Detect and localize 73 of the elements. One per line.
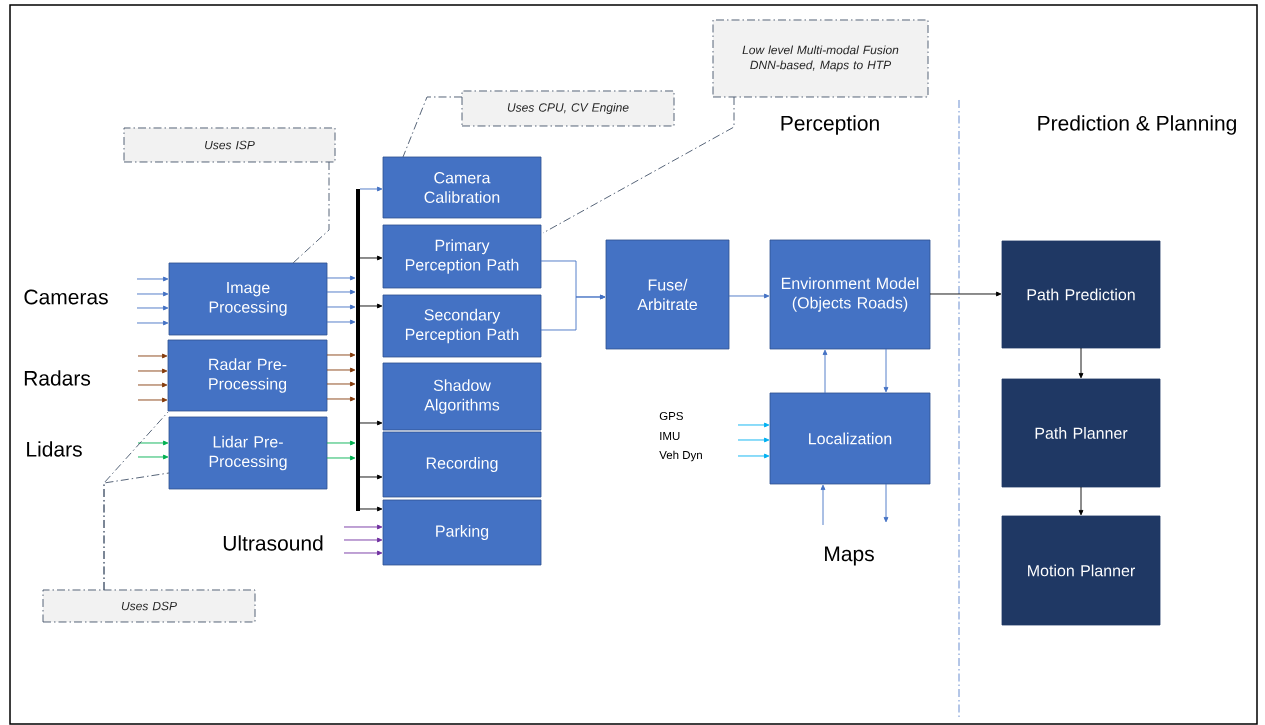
process-box: Primary Perception Path — [382, 224, 542, 289]
process-box: Path Prediction — [1001, 240, 1161, 349]
arrow — [136, 320, 169, 326]
arrow — [929, 291, 1002, 297]
process-box: Motion Planner — [1001, 515, 1161, 626]
input-label: Cameras — [24, 289, 108, 305]
arrow — [820, 484, 826, 526]
arrow — [326, 319, 356, 325]
arrow — [737, 437, 770, 443]
arrow — [137, 353, 168, 359]
leader-line — [292, 161, 330, 264]
input-label: Lidars — [27, 441, 82, 457]
arrow — [343, 524, 383, 530]
callout-box: Uses DSP — [42, 589, 256, 623]
arrow — [137, 382, 168, 388]
arrow — [326, 304, 356, 310]
input-label: Ultrasound — [223, 535, 323, 551]
arrow — [137, 454, 169, 460]
arrow — [343, 550, 383, 556]
arrow — [359, 186, 383, 192]
arrow — [359, 303, 383, 309]
process-box: Camera Calibration — [382, 156, 542, 219]
arrow — [728, 293, 770, 299]
process-box: Lidar Pre-Processing — [168, 416, 328, 490]
arrow — [326, 396, 356, 402]
callout-box: Uses CPU, CV Engine — [461, 90, 675, 127]
arrow — [737, 422, 770, 428]
leader-line — [103, 472, 170, 591]
arrow — [137, 368, 168, 374]
arrow — [540, 294, 606, 331]
input-label: IMU — [660, 432, 680, 440]
process-box: Parking — [382, 499, 542, 566]
arrow — [137, 397, 168, 403]
arrow — [137, 440, 169, 446]
bus-bar — [356, 189, 360, 511]
arrow — [326, 289, 356, 295]
arrow — [136, 305, 169, 311]
process-box: Secondary Perception Path — [382, 294, 542, 358]
arrow — [343, 537, 383, 543]
arrow — [883, 483, 889, 523]
input-label: GPS — [659, 411, 683, 421]
arrow — [1078, 486, 1084, 516]
leader-line — [402, 96, 463, 158]
process-box: Shadow Algorithms — [382, 362, 542, 431]
process-box: Path Planner — [1001, 378, 1161, 488]
arrow — [326, 352, 356, 358]
callout-box: Low level Multi-modal Fusion DNN-based, Maps to HTP — [712, 19, 929, 98]
arrow — [326, 367, 356, 373]
input-label: Veh Dyn — [659, 450, 702, 462]
section-heading: Prediction & Planning — [1038, 115, 1236, 135]
callout-box: Uses ISP — [123, 127, 336, 163]
process-box: Localization — [769, 392, 931, 485]
process-box: Image Processing — [168, 262, 328, 336]
arrow — [136, 291, 169, 297]
arrow — [359, 420, 383, 426]
arrow — [883, 348, 889, 393]
process-box: Environment Model (Objects Roads) — [769, 239, 931, 350]
process-box: Recording — [382, 431, 542, 498]
process-box: Radar Pre-Processing — [167, 339, 328, 412]
arrow — [326, 275, 356, 281]
arrow — [326, 455, 356, 461]
arrow — [359, 506, 383, 512]
arrow — [326, 440, 356, 446]
arrow — [1078, 347, 1084, 379]
process-box: Fuse/ Arbitrate — [605, 239, 730, 350]
arrow — [737, 453, 770, 459]
input-label: Radars — [24, 370, 91, 386]
arrow — [326, 381, 356, 387]
arrow — [359, 255, 383, 261]
arrow — [822, 349, 828, 394]
arrow — [359, 474, 383, 480]
arrow — [136, 276, 169, 282]
input-label: Maps — [825, 546, 874, 566]
